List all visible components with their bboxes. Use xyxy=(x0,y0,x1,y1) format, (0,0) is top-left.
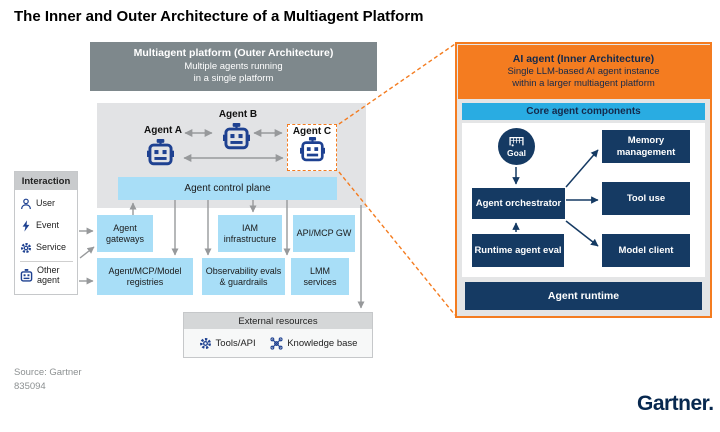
outer-platform-title: Multiagent platform (Outer Architecture) xyxy=(133,47,334,60)
agent-orchestrator-box: Agent orchestrator xyxy=(472,188,565,219)
robot-icon xyxy=(20,269,33,282)
external-item-label: Knowledge base xyxy=(287,337,358,349)
core-agent-components-header: Core agent components xyxy=(462,103,705,120)
agent-runtime-bar: Agent runtime xyxy=(465,282,702,310)
goal-label: Goal xyxy=(507,147,526,158)
external-item-knowledge-base: Knowledge base xyxy=(270,336,358,350)
inner-architecture-subtitle-1: Single LLM-based AI agent instance xyxy=(507,66,660,78)
observability-box: Observability evals & guardrails xyxy=(202,258,285,295)
knowledge-graph-icon xyxy=(270,336,283,350)
interaction-item-event: Event xyxy=(20,215,73,237)
inner-architecture-subtitle-2: within a larger multiagent platform xyxy=(512,78,655,90)
interaction-item-service: Service xyxy=(20,237,73,259)
lightning-icon xyxy=(22,220,30,232)
iam-infrastructure-box: IAM infrastructure xyxy=(218,215,282,252)
interaction-panel: Interaction User Event Serv xyxy=(14,171,78,295)
gear-icon xyxy=(199,337,211,349)
outer-platform-header: Multiagent platform (Outer Architecture)… xyxy=(90,42,377,91)
inner-architecture-title: AI agent (Inner Architecture) xyxy=(512,53,655,66)
user-icon xyxy=(21,198,31,210)
agent-gateways-box: Agent gateways xyxy=(97,215,153,252)
arrow-other-agent-to-gateways xyxy=(79,246,95,259)
outer-platform-subtitle-1: Multiple agents running xyxy=(184,60,283,72)
agent-c-label: Agent C xyxy=(292,126,332,137)
goal-node: Goal xyxy=(498,128,535,165)
outer-platform-subtitle-2: in a single platform xyxy=(193,73,274,85)
external-resources-panel: External resources Tools/API xyxy=(183,312,373,358)
memory-management-box: Memory management xyxy=(602,130,690,163)
tool-use-box: Tool use xyxy=(602,182,690,215)
interaction-item-label: Event xyxy=(36,220,60,231)
robot-icon xyxy=(223,123,250,150)
gartner-logo: Gartner. xyxy=(637,392,714,415)
external-item-label: Tools/API xyxy=(215,337,256,349)
agent-control-plane: Agent control plane xyxy=(118,177,337,200)
runtime-agent-eval-box: Runtime agent eval xyxy=(472,234,564,267)
model-client-box: Model client xyxy=(602,234,690,267)
interaction-item-label: Other agent xyxy=(37,264,60,285)
agent-a-label: Agent A xyxy=(144,125,182,136)
interaction-item-other-agent: Other agent xyxy=(20,261,73,287)
interaction-item-label: User xyxy=(36,198,56,209)
registries-box: Agent/MCP/Model registries xyxy=(97,258,193,295)
agent-c-highlight-box: Agent C xyxy=(287,124,337,171)
inner-architecture-header: AI agent (Inner Architecture) Single LLM… xyxy=(457,44,710,99)
interaction-header: Interaction xyxy=(15,172,77,190)
agent-b-label: Agent B xyxy=(218,109,258,120)
robot-icon xyxy=(299,137,325,162)
api-mcp-gw-box: API/MCP GW xyxy=(293,215,355,252)
interaction-item-label: Service xyxy=(36,242,67,253)
interaction-item-user: User xyxy=(20,193,73,215)
external-item-tools-api: Tools/API xyxy=(199,337,256,350)
lmm-services-box: LMM services xyxy=(291,258,349,295)
robot-icon xyxy=(147,139,174,166)
external-resources-header: External resources xyxy=(184,313,372,329)
source-note: Source: Gartner 835094 xyxy=(14,366,82,394)
gear-icon xyxy=(20,242,32,254)
source-id: 835094 xyxy=(14,380,46,392)
source-line: Source: Gartner xyxy=(14,367,82,378)
goal-icon xyxy=(509,136,524,146)
page-title: The Inner and Outer Architecture of a Mu… xyxy=(14,8,424,25)
